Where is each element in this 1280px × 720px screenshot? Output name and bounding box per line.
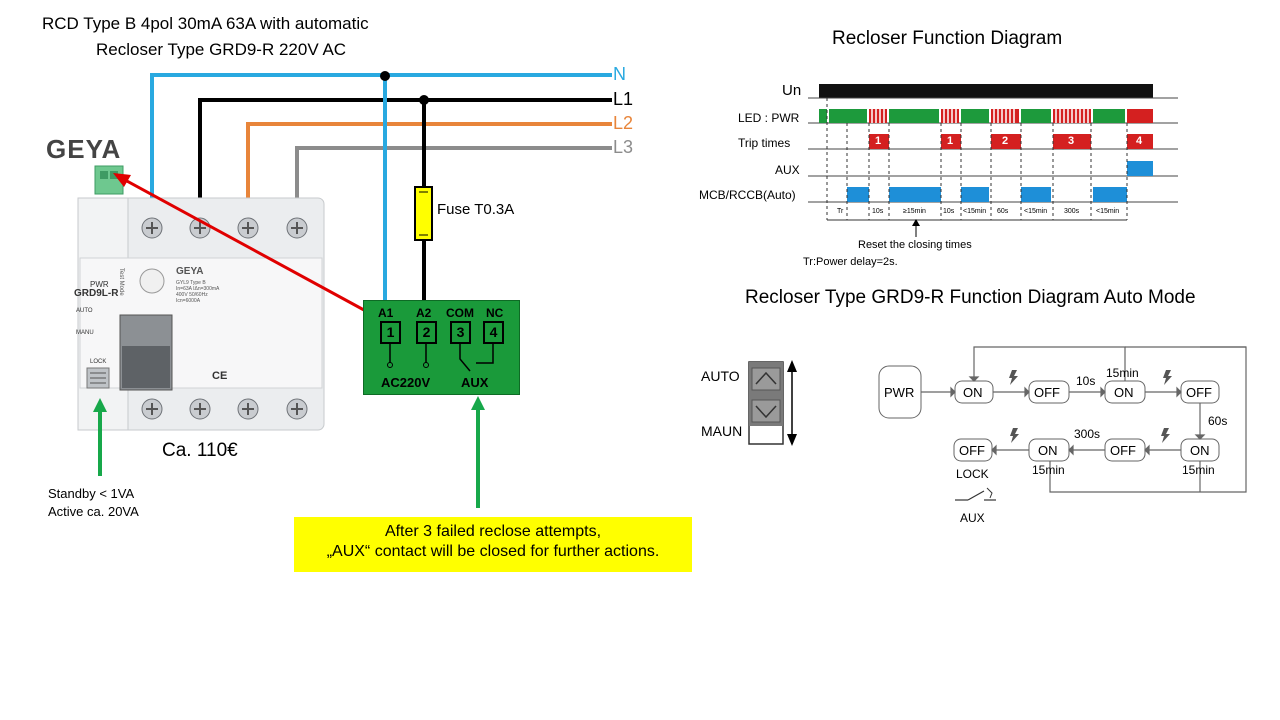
label-n: N xyxy=(613,64,626,84)
flow-pwr: PWR xyxy=(884,385,915,400)
flow-on-3: ON xyxy=(1190,443,1210,458)
interval-60s: 60s xyxy=(997,208,1009,215)
device-ce-mark: CE xyxy=(212,370,228,382)
switch-maun-label: MAUN xyxy=(701,423,743,439)
interval-tr: Tr xyxy=(837,208,844,215)
flow-60s: 60s xyxy=(1208,414,1228,428)
flow-off-1: OFF xyxy=(1034,385,1060,400)
geya-logo: GEYA xyxy=(46,134,122,164)
l1-junction xyxy=(419,95,429,105)
flow-10s: 10s xyxy=(1076,374,1096,388)
n-line xyxy=(150,73,612,245)
terminal-1: 1 xyxy=(380,321,401,344)
flow-300s: 300s xyxy=(1074,427,1101,441)
switch-auto-label: AUTO xyxy=(701,368,740,384)
red-arrow-head xyxy=(113,173,131,187)
module-a2-label: A2 xyxy=(416,306,432,320)
l1-line xyxy=(198,98,612,212)
timing-title: Recloser Function Diagram xyxy=(832,28,1063,49)
flow-off-4: OFF xyxy=(959,443,985,458)
flow-aux: AUX xyxy=(960,511,985,525)
fuse-label: Fuse T0.3A xyxy=(437,201,515,218)
trip-1a: 1 xyxy=(875,135,882,147)
device-auto-label: AUTO xyxy=(76,308,93,314)
recloser-module: A1 A2 COM NC 1 2 3 4 AC220V AUX xyxy=(363,300,520,395)
standby-text: Standby < 1VA xyxy=(48,486,135,501)
module-com-label: COM xyxy=(446,306,474,320)
auto-mode-title: Recloser Type GRD9-R Function Diagram Au… xyxy=(745,287,1196,308)
terminal-4: 4 xyxy=(483,321,504,344)
callout-line-1: After 3 failed reclose attempts, xyxy=(384,523,602,540)
price-label: Ca. 110€ xyxy=(162,440,238,461)
device-rating-4: Icn=6000A xyxy=(176,298,201,304)
interval-15min-c: <15min xyxy=(1024,208,1048,215)
interval-15min-b: <15min xyxy=(963,208,987,215)
trip-3: 3 xyxy=(1068,135,1075,147)
l3-line xyxy=(295,146,612,212)
timing-diagram xyxy=(808,84,1178,237)
title-line-2: Recloser Type GRD9-R 220V AC xyxy=(96,40,347,59)
l2-line xyxy=(246,122,612,212)
device-test-label: Test Mode xyxy=(118,268,124,296)
interval-15min-a: ≥15min xyxy=(903,208,926,215)
trip-4: 4 xyxy=(1136,135,1143,147)
reset-note: Reset the closing times xyxy=(858,239,972,251)
device-model: GRD9L-R xyxy=(74,288,119,299)
interval-10s-a: 10s xyxy=(872,208,884,215)
tr-note: Tr:Power delay=2s. xyxy=(803,256,898,268)
flow-off-3: OFF xyxy=(1110,443,1136,458)
label-l1: L1 xyxy=(613,89,634,109)
label-l2: L2 xyxy=(613,113,634,133)
module-ac-label: AC220V xyxy=(381,375,431,390)
row-un: Un xyxy=(782,82,802,99)
flow-on-1: ON xyxy=(963,385,983,400)
callout-line-2: „AUX“ contact will be closed for further… xyxy=(326,543,660,560)
red-arrow xyxy=(124,178,376,318)
flow-on-2: ON xyxy=(1114,385,1134,400)
device-rating-2: In=63A IΔn=300mA xyxy=(176,286,220,292)
row-aux: AUX xyxy=(775,163,800,177)
device-brand: GEYA xyxy=(176,266,204,277)
device-pwr-label: PWR xyxy=(90,280,109,289)
module-aux-label: AUX xyxy=(461,375,489,390)
trip-2: 2 xyxy=(1002,135,1009,147)
flow-15min-right: 15min xyxy=(1182,463,1215,477)
green-arrow-left-head xyxy=(93,398,107,412)
module-wiring xyxy=(387,344,494,372)
rcd-device xyxy=(77,165,325,431)
trip-1b: 1 xyxy=(947,135,954,147)
row-mcb: MCB/RCCB(Auto) xyxy=(699,188,796,202)
flow-lock: LOCK xyxy=(956,467,989,481)
title-line-1: RCD Type B 4pol 30mA 63A with automatic xyxy=(42,14,369,33)
flow-15min-left: 15min xyxy=(1032,463,1065,477)
auto-mode-flow xyxy=(748,346,1247,501)
device-manu-label: MANU xyxy=(76,330,94,336)
interval-10s-b: 10s xyxy=(943,208,955,215)
terminal-3: 3 xyxy=(450,321,471,344)
green-arrow-bottom-head xyxy=(471,396,485,410)
active-text: Active ca. 20VA xyxy=(48,504,139,519)
n-junction xyxy=(380,71,390,81)
flow-15min-top: 15min xyxy=(1106,366,1139,380)
terminal-2: 2 xyxy=(416,321,437,344)
device-rating-3: 400V 50/60Hz xyxy=(176,292,208,298)
interval-15min-d: <15min xyxy=(1096,208,1120,215)
module-nc-label: NC xyxy=(486,306,504,320)
module-a1-label: A1 xyxy=(378,306,394,320)
device-lock-label: LOCK xyxy=(90,359,107,365)
row-trip: Trip times xyxy=(738,136,791,150)
label-l3: L3 xyxy=(613,137,634,157)
flow-on-4: ON xyxy=(1038,443,1058,458)
interval-300s: 300s xyxy=(1064,208,1080,215)
row-led: LED : PWR xyxy=(738,111,800,125)
fuse-body xyxy=(414,186,433,241)
flow-off-2: OFF xyxy=(1186,385,1212,400)
aux-callout: After 3 failed reclose attempts, „AUX“ c… xyxy=(294,517,692,572)
device-rating-1: GYL9 Type B xyxy=(176,280,206,286)
